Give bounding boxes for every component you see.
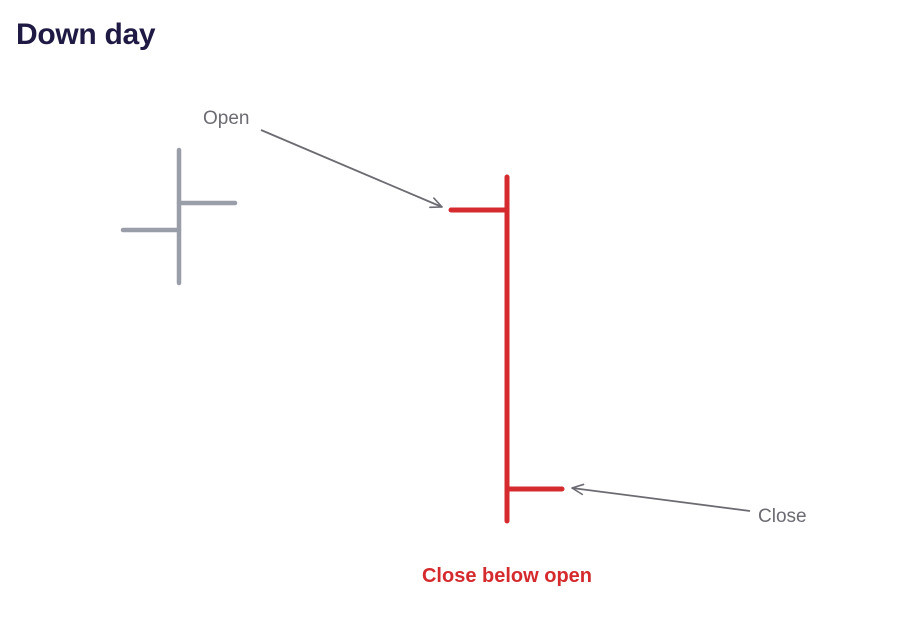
- close-label: Close: [758, 506, 807, 527]
- open-arrow: [260, 129, 443, 209]
- page-title: Down day: [16, 18, 156, 51]
- down-day-bar: [448, 174, 565, 524]
- close-arrow: [571, 483, 751, 512]
- caption-close-below-open: Close below open: [422, 565, 592, 587]
- open-label: Open: [203, 108, 249, 129]
- previous-day-bar: [120, 147, 238, 286]
